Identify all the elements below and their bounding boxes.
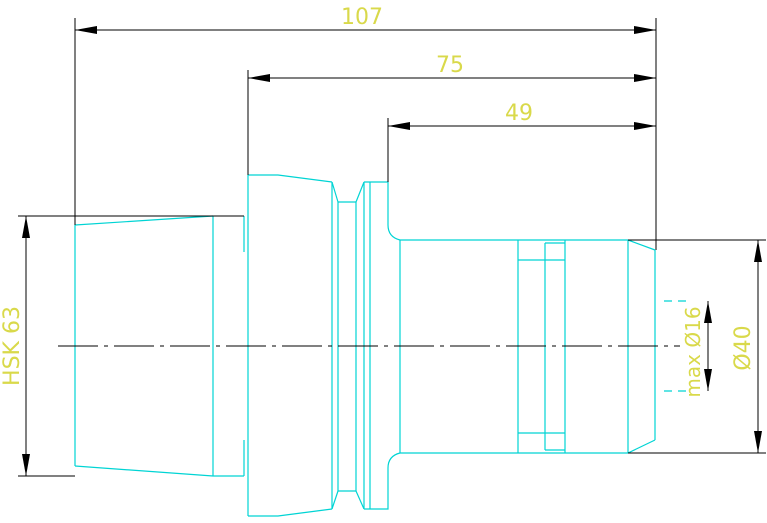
dim-max-clamp-diameter: max Ø16 (681, 306, 705, 397)
dim-overall-length: 107 (341, 5, 383, 30)
shank (399, 239, 656, 454)
bore-hidden-lines (664, 300, 690, 392)
dim-shank-length: 75 (436, 53, 464, 78)
dim-outer-diameter: Ø40 (731, 325, 756, 370)
dim-collet-length: 49 (505, 101, 533, 126)
dimension-lines (18, 18, 766, 477)
arrowheads (22, 26, 762, 476)
dim-flange-size: HSK 63 (0, 306, 25, 386)
